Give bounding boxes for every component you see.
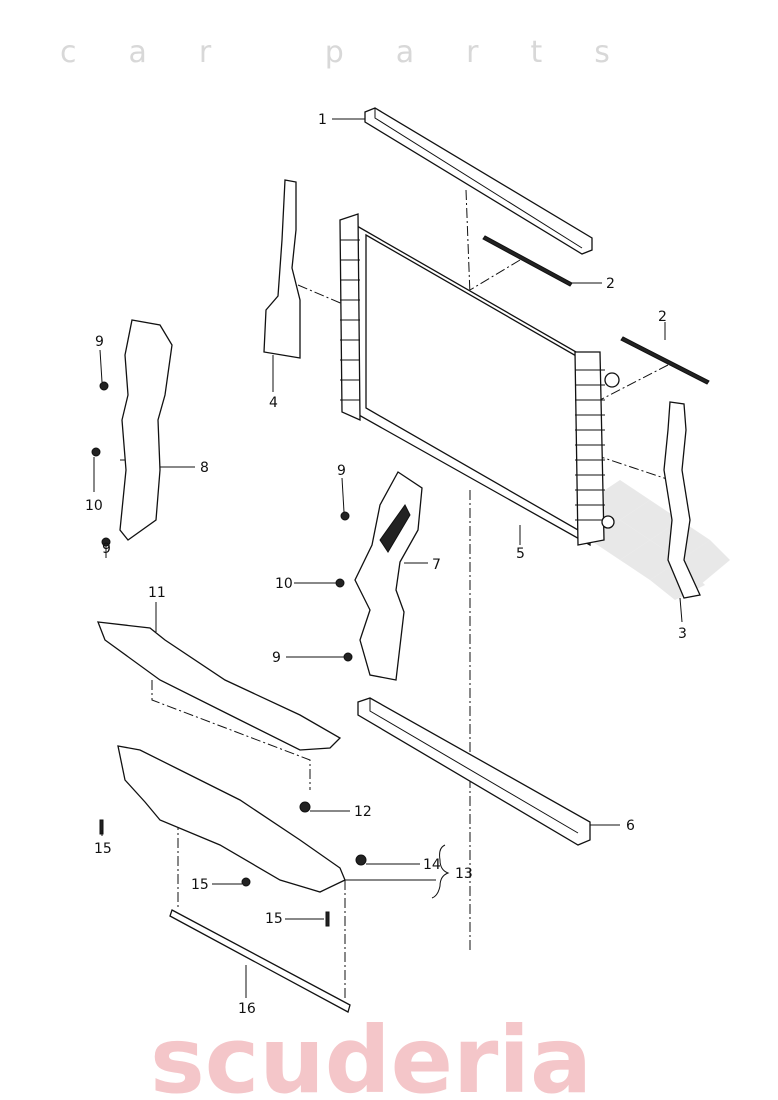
clip-9d [343,652,353,662]
part-11-cross-member [97,621,342,751]
part-2-seal-strip [482,235,573,287]
callout-12: 12 [354,804,372,820]
watermark-sub: car parts [60,35,662,70]
callout-3: 3 [678,626,687,642]
screw-12 [299,801,311,813]
callout-15c: 15 [265,911,283,927]
callout-7: 7 [432,557,441,573]
part-5-radiator [339,213,620,547]
watermark-brand: scuderia [150,1007,592,1100]
callout-10: 10 [85,498,103,514]
part-7-air-duct [354,471,423,681]
part-8-air-duct [119,319,173,541]
callout-2b: 2 [658,309,667,325]
callout-15: 15 [94,841,112,857]
part-13-lower-air-guide [117,745,346,893]
clip-9 [99,381,109,391]
callout-5: 5 [516,546,525,562]
callout-15b: 15 [191,877,209,893]
callout-9b: 9 [102,541,111,557]
callout-6: 6 [626,818,635,834]
screw-15c [325,911,330,927]
part-6-foam-strip [357,697,591,846]
screw-15b [241,877,251,887]
callout-10b: 10 [275,576,293,592]
callout-4: 4 [269,395,278,411]
callout-9c: 9 [337,463,346,479]
callout-1: 1 [318,112,327,128]
part-2-seal-strip-right [620,336,710,385]
callout-16: 16 [238,1001,256,1017]
part-16-seal [169,909,351,1013]
part-4-air-guide [263,179,301,359]
assembly-lines [120,189,671,1000]
clip-9c [340,511,350,521]
nut-14 [355,854,367,866]
callout-9d: 9 [272,650,281,666]
clip-10b [335,578,345,588]
part-3-air-guide [663,401,701,599]
part-1-foam-strip [364,107,593,255]
callout-11: 11 [148,585,166,601]
part-7-foam-pad [379,504,411,553]
callout-leaders [93,118,683,998]
callout-9: 9 [95,334,104,350]
callout-labels: 1 2 2 3 4 5 6 7 8 9 10 9 9 10 9 11 12 13… [85,112,687,1017]
clip-10 [91,447,101,457]
callout-14: 14 [423,857,441,873]
callout-2: 2 [606,276,615,292]
callout-13: 13 [455,866,473,882]
callout-8: 8 [200,460,209,476]
